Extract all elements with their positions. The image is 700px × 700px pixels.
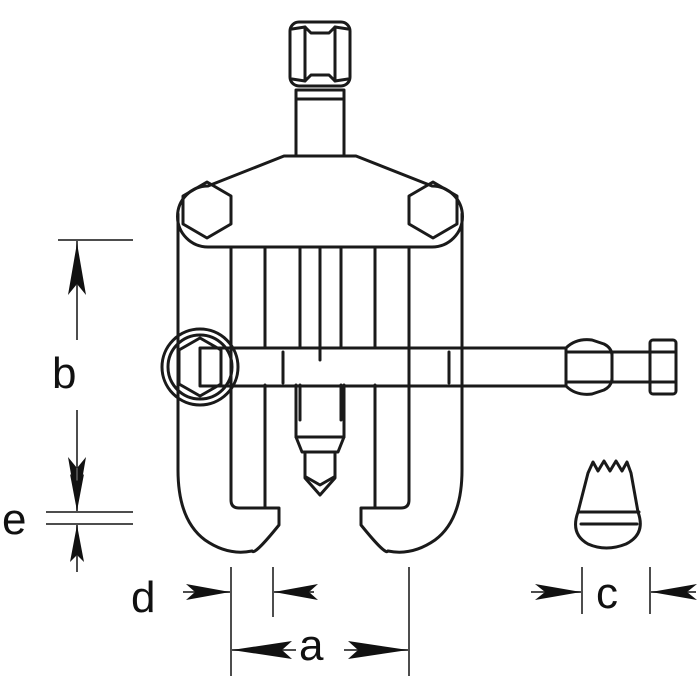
left-pivot-hex xyxy=(181,180,233,240)
right-arm xyxy=(359,212,464,554)
dim-b-arrow-up xyxy=(68,243,86,295)
center-spindle-collar xyxy=(294,383,346,454)
dim-e-arrow-up xyxy=(70,525,84,562)
clamp-bolt-shank xyxy=(610,350,652,384)
top-hex-nut-chamfer-top xyxy=(290,25,350,35)
cross-bar-hex-socket xyxy=(177,336,223,398)
spindle-shank xyxy=(294,88,346,158)
top-hex-nut-chamfer-bottom xyxy=(290,73,350,83)
dimension-label-a: a xyxy=(299,621,324,670)
center-spindle xyxy=(294,245,346,497)
puller-assembly xyxy=(160,20,678,554)
top-hex-nut-body xyxy=(288,20,352,88)
cross-bar xyxy=(160,327,568,407)
dim-c-arrow-left xyxy=(651,584,697,600)
dim-a-arrow-right xyxy=(348,641,408,659)
right-arm-inner-edge xyxy=(359,245,411,554)
top-hex-nut xyxy=(288,20,352,88)
dimension-label-e: e xyxy=(2,495,27,544)
left-arm xyxy=(176,212,281,554)
cross-bar-body xyxy=(198,346,568,388)
jaw-tip-detail xyxy=(574,459,642,550)
dimension-e xyxy=(46,468,133,572)
dim-c-arrow-right xyxy=(535,584,581,600)
clamp-collar xyxy=(564,338,614,396)
dim-e-arrow-down xyxy=(70,474,84,511)
left-arm-inner-edge xyxy=(229,245,281,554)
right-arm-outer-edge xyxy=(386,212,464,554)
center-spindle-point-chamfer xyxy=(304,475,336,487)
dim-d-arrow-left xyxy=(274,584,318,600)
dimension-d xyxy=(183,567,318,617)
jaw-tip-outline xyxy=(574,459,642,550)
dimension-label-c: c xyxy=(596,569,618,618)
left-arm-outer-edge xyxy=(176,212,254,554)
cross-bar-hex-eye-outer xyxy=(160,327,240,407)
cross-bar-hex-eye-inner xyxy=(166,333,234,401)
dimension-lines xyxy=(46,239,697,676)
right-pivot-hex xyxy=(407,180,459,240)
dimension-c xyxy=(531,567,697,614)
dimension-a xyxy=(230,567,410,676)
dimension-label-d: d xyxy=(131,573,156,622)
arm-rib-lines xyxy=(263,245,377,510)
center-spindle-point xyxy=(303,450,337,497)
clamp-assembly xyxy=(564,338,678,396)
clamp-bolt-head xyxy=(648,338,678,396)
dimension-label-b: b xyxy=(52,349,77,398)
dim-d-arrow-right xyxy=(186,584,230,600)
yoke-body xyxy=(176,154,464,249)
yoke-outline xyxy=(176,154,464,249)
dim-a-arrow-left xyxy=(232,641,292,659)
